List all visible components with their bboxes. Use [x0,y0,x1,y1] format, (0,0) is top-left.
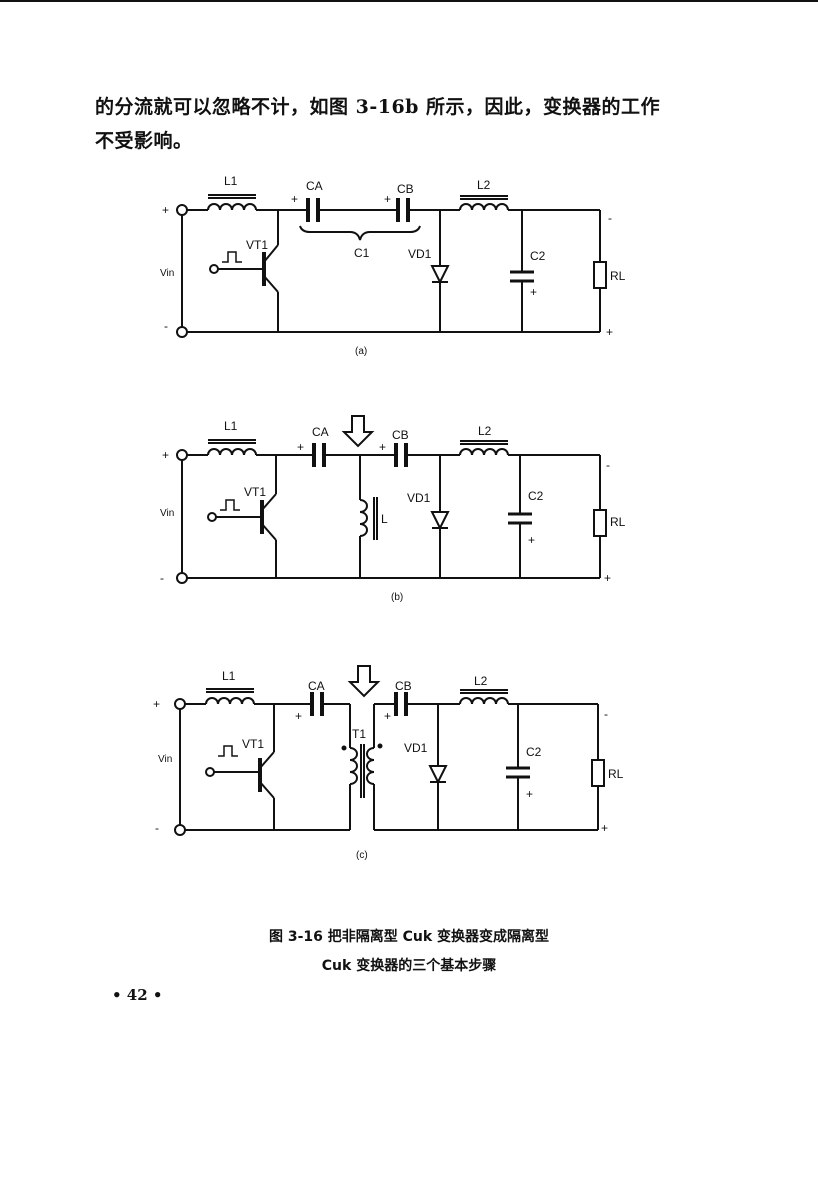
circuit-diagram-a: L1 CA CB C1 L2 VT1 VD1 C2 RL Vin + - + +… [160,174,626,357]
output-plus-sign: + [604,571,611,585]
figure-label-b: (b) [391,592,403,603]
label-l2: L2 [474,674,488,688]
label-vd1: VD1 [404,741,428,755]
body-paragraph: 的分流就可以忽略不计，如图 3-16b 所示，因此，变换器的工作 不受影响。 [95,90,735,158]
ca-plus-sign: + [291,192,298,206]
label-vd1: VD1 [407,491,431,505]
label-vt1: VT1 [244,485,266,499]
input-terminal-plus [176,204,188,216]
input-plus-sign: + [162,203,169,217]
transformer-dot-secondary [377,743,383,749]
label-vin: Vin [160,508,174,519]
label-vin: Vin [158,754,172,765]
c2-plus-sign: + [528,533,535,547]
input-terminal-minus [176,326,188,338]
diode-vd1 [430,265,450,285]
circuit-diagram-b: L1 CA CB L L2 VT1 VD1 C2 RL Vin + - + + … [160,415,626,603]
label-l1: L1 [224,174,238,188]
c2-plus-sign: + [530,285,537,299]
diode-vd1 [430,511,450,531]
label-l2: L2 [477,178,491,192]
cb-plus-sign: + [379,440,386,454]
figure-label-a: (a) [355,346,367,357]
transformer-secondary [366,747,375,785]
label-vd1: VD1 [408,247,432,261]
inductor-l1 [205,697,255,705]
output-plus-sign: + [601,821,608,835]
page-top-rule [0,0,818,2]
input-minus-sign: - [160,571,164,585]
label-cb: CB [397,182,414,196]
figure-caption-line-1: 图 3-16 把非隔离型 Cuk 变换器变成隔离型 [268,929,550,945]
label-l2: L2 [478,424,492,438]
output-minus-sign: - [608,211,612,225]
output-minus-sign: - [606,458,610,472]
inductor-l2 [459,448,509,456]
ca-plus-sign: + [297,440,304,454]
label-vt1: VT1 [242,737,264,751]
inductor-l1 [207,448,257,456]
label-ca: CA [308,679,325,693]
cb-plus-sign: + [384,709,391,723]
label-ca: CA [306,179,323,193]
label-rl: RL [610,269,626,283]
load-resistor [593,509,607,537]
circuit-diagram-c: L1 CA CB T1 L2 VT1 VD1 C2 RL Vin + - + +… [153,665,624,861]
load-resistor [593,261,607,289]
label-rl: RL [610,515,626,529]
c2-plus-sign: + [526,787,533,801]
label-c2: C2 [526,745,542,759]
label-c1: C1 [354,246,370,260]
label-vin: Vin [160,268,174,279]
input-minus-sign: - [155,821,159,835]
inductor-l1 [207,203,257,211]
label-l: L [381,512,388,526]
label-cb: CB [395,679,412,693]
page-number: • 42 • [112,986,163,1004]
label-c2: C2 [530,249,546,263]
diode-vd1 [428,765,448,785]
input-minus-sign: - [164,319,168,333]
label-c2: C2 [528,489,544,503]
label-l1: L1 [222,669,236,683]
paragraph-line-2: 不受影响。 [95,130,193,152]
output-minus-sign: - [604,707,608,721]
label-vt1: VT1 [246,238,268,252]
inductor-l2 [459,203,509,211]
label-l1: L1 [224,419,238,433]
inductor-l2 [459,697,509,705]
label-rl: RL [608,767,624,781]
label-t1: T1 [352,727,366,741]
load-resistor [591,759,605,787]
inductor-l [359,499,368,537]
input-plus-sign: + [162,448,169,462]
label-cb: CB [392,428,409,442]
transformer-primary [349,747,358,785]
figure-caption-line-2: Cuk 变换器的三个基本步骤 [321,958,497,974]
transformer-dot-primary [341,745,347,751]
input-plus-sign: + [153,697,160,711]
paragraph-line-1: 的分流就可以忽略不计，如图 3-16b 所示，因此，变换器的工作 [95,96,661,118]
ca-plus-sign: + [295,709,302,723]
figure-label-c: (c) [356,850,368,861]
label-ca: CA [312,425,329,439]
output-plus-sign: + [606,325,613,339]
cb-plus-sign: + [384,192,391,206]
